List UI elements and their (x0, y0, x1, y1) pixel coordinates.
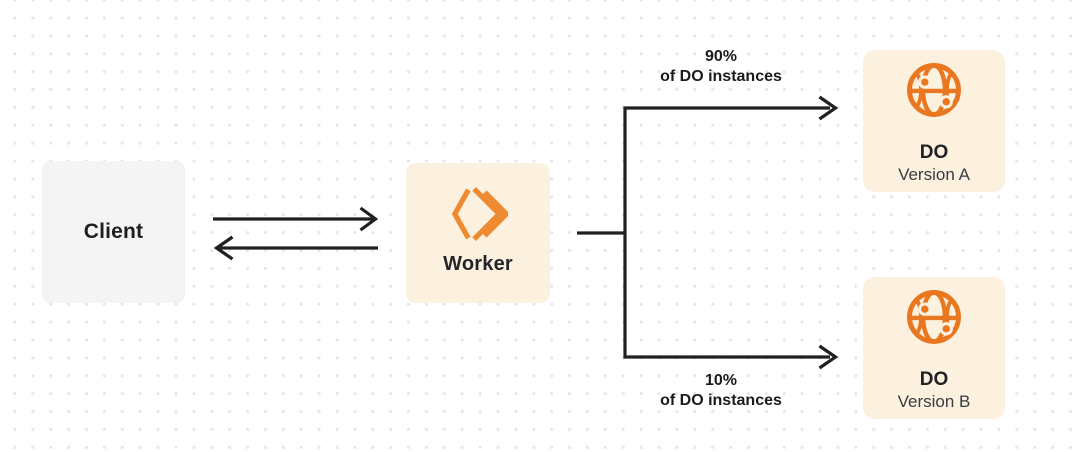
do-a-subtitle: Version A (898, 165, 970, 184)
branch-trunk (623, 106, 830, 359)
bottom-branch-caption: of DO instances (660, 392, 782, 409)
do-b-title: DO (919, 369, 949, 390)
do-version-a-node: DO Version A (863, 50, 1005, 192)
arrow-worker-to-client (213, 235, 378, 261)
workers-chevrons-icon (451, 187, 508, 241)
top-branch-label: 90% of DO instances (621, 47, 821, 87)
arrowhead-do-b (818, 344, 839, 370)
arrow-client-to-worker (213, 206, 379, 232)
arrowhead-do-a (818, 95, 839, 121)
worker-node: Worker (406, 163, 550, 303)
do-version-b-node: DO Version B (863, 277, 1005, 419)
globe-icon (907, 290, 961, 344)
bottom-branch-percent: 10% (704, 372, 738, 389)
client-label: Client (83, 220, 144, 243)
do-b-subtitle: Version B (897, 392, 971, 411)
globe-icon (907, 63, 961, 117)
globe-node-dots (918, 302, 953, 336)
worker-label: Worker (443, 253, 513, 275)
client-node: Client (42, 161, 185, 303)
do-a-title: DO (919, 142, 949, 163)
bottom-branch-label: 10% of DO instances (621, 371, 821, 411)
top-branch-percent: 90% (704, 48, 738, 65)
globe-node-dots (918, 75, 953, 109)
top-branch-caption: of DO instances (660, 68, 782, 85)
